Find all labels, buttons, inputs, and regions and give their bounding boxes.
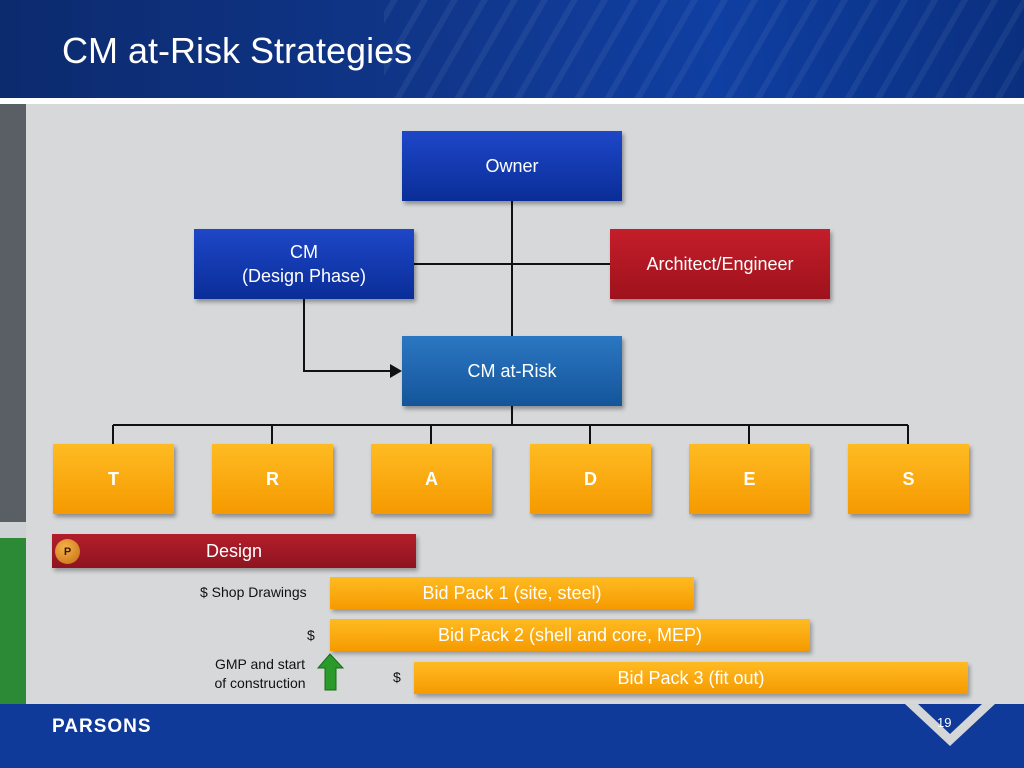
parsons-logo: PARSONS — [52, 716, 152, 737]
trade-box-s: S — [848, 444, 969, 514]
header-stripes — [384, 0, 1024, 100]
bid-pack-3-dollar: $ — [393, 669, 401, 685]
design-label: Design — [205, 540, 263, 561]
trade-box-e: E — [689, 444, 810, 514]
trade-label: A — [425, 469, 438, 489]
cm-design-box: CM (Design Phase) — [194, 229, 414, 299]
bid-pack-2-dollar: $ — [307, 627, 315, 643]
trade-label: S — [902, 469, 915, 489]
arrowhead-icon — [390, 364, 402, 378]
architect-label: Architect/Engineer — [646, 254, 794, 274]
p-badge-icon: P — [55, 539, 80, 564]
cm-at-risk-label: CM at-Risk — [467, 361, 557, 381]
gmp-line-2: of construction — [214, 675, 306, 691]
design-phase-label: (Design Phase) — [241, 266, 367, 286]
bid-pack-2-bar: Bid Pack 2 (shell and core, MEP) — [330, 619, 810, 651]
shop-drawings-label: $ Shop Drawings — [200, 584, 307, 600]
cm-label: CM — [290, 242, 318, 262]
trade-label: R — [266, 469, 279, 489]
trade-box-d: D — [530, 444, 651, 514]
cm-at-risk-box: CM at-Risk — [402, 336, 622, 406]
owner-label: Owner — [485, 156, 539, 176]
up-arrow-icon — [316, 653, 345, 691]
header-divider — [0, 98, 1024, 104]
trade-box-r: R — [212, 444, 333, 514]
architect-box: Architect/Engineer — [610, 229, 830, 299]
side-bar-green — [0, 538, 26, 704]
trade-label: E — [743, 469, 756, 489]
gmp-label: GMP and start of construction — [200, 655, 320, 693]
page-number: 19 — [937, 715, 952, 730]
bid-pack-3-label: Bid Pack 3 (fit out) — [617, 667, 765, 688]
owner-box: Owner — [402, 131, 622, 201]
slide-header: CM at-Risk Strategies — [0, 0, 1024, 100]
bid-pack-2-label: Bid Pack 2 (shell and core, MEP) — [437, 624, 703, 645]
gmp-line-1: GMP and start — [214, 656, 305, 672]
trade-box-a: A — [371, 444, 492, 514]
trade-label: D — [584, 469, 597, 489]
design-bar: Design — [52, 534, 416, 568]
side-bar-gray — [0, 104, 26, 522]
side-bar-gap — [0, 522, 26, 538]
bid-pack-3-bar: Bid Pack 3 (fit out) — [414, 662, 968, 694]
trade-label: T — [108, 469, 119, 489]
slide-footer — [0, 704, 1024, 768]
bid-pack-1-label: Bid Pack 1 (site, steel) — [422, 582, 602, 603]
bid-pack-1-bar: Bid Pack 1 (site, steel) — [330, 577, 694, 609]
trade-box-t: T — [53, 444, 174, 514]
slide-title: CM at-Risk Strategies — [62, 30, 413, 71]
